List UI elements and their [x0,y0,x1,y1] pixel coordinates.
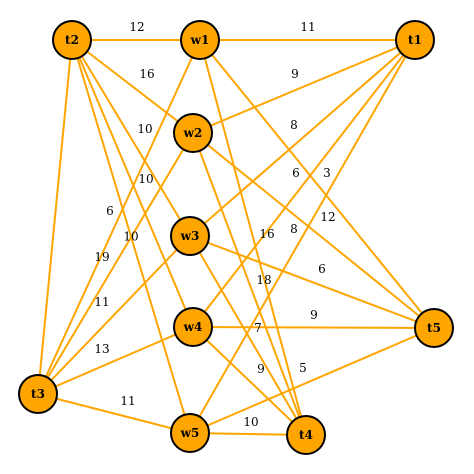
edge-w2-t4 [192,132,307,436]
edge-weight-w5-t4: 10 [243,415,258,429]
edge-weight-t2-w3: 10 [137,122,152,136]
edge-weight-t1-w3: 8 [290,118,298,132]
node-t5: t5 [414,308,454,348]
node-t1: t1 [395,20,435,60]
edge-t1-w5 [189,39,416,434]
edge-w2-t3 [37,132,194,395]
node-circle-w2 [173,113,213,153]
edge-t1-w4 [192,39,416,328]
node-circle-t2 [52,20,92,60]
edge-weight-t1-w4: 6 [292,166,300,180]
node-label-w4: w4 [183,320,203,334]
node-circle-w4 [173,307,213,347]
edge-w3-t5 [189,235,435,329]
edge-weight-w1-t1: 11 [300,20,315,34]
node-label-w1: w1 [190,33,210,47]
node-w1: w1 [180,20,220,60]
node-t2: t2 [52,20,92,60]
node-circle-t5 [414,308,454,348]
edge-w1-t4 [199,39,307,436]
edge-weight-w2-t3: 11 [94,295,109,309]
node-t3: t3 [18,374,58,414]
node-w2: w2 [173,113,213,153]
edge-weight-w5-t3: 11 [120,394,135,408]
node-w5: w5 [170,413,210,453]
node-w4: w4 [173,307,213,347]
edge-weight-t2-w1: 12 [129,20,144,34]
edge-t2-w4 [71,39,194,328]
edge-w5-t5 [189,327,435,434]
edge-weight-w1-t3: 19 [94,250,109,264]
edge-weight-w2-t4: 16 [259,227,274,241]
edge-weight-w3-t4: 7 [254,321,262,335]
edge-w4-t4 [192,326,307,436]
node-circle-t4 [286,415,326,455]
edge-weight-t2-w2: 16 [139,67,154,81]
edge-weight-w5-t5: 5 [299,361,307,375]
edge-weight-t2-w4: 10 [138,172,153,186]
edge-weight-t2-w5: 10 [123,230,138,244]
node-circle-w3 [170,216,210,256]
edges-layer [37,39,435,436]
node-label-t5: t5 [427,321,441,335]
edge-w5-t3 [37,393,191,434]
edge-weight-w3-t3: 13 [94,342,109,356]
edge-weight-t1-w2: 9 [291,67,299,81]
nodes-layer: t2 w1 t1 w2 w3 w4 t5 t3 w5 t4 [18,20,454,455]
edge-weight-w4-t5: 9 [310,308,318,322]
node-label-t3: t3 [31,387,45,401]
edge-weight-t1-w5: 3 [323,166,331,180]
edge-weight-w1-t5: 12 [320,210,335,224]
node-circle-w1 [180,20,220,60]
edge-w3-t3 [37,235,191,395]
edge-w1-t5 [199,39,435,329]
edge-w3-t4 [189,235,307,436]
edge-t1-w2 [192,39,416,134]
edge-t2-w2 [71,39,194,134]
node-label-w3: w3 [180,229,200,243]
edge-w4-t3 [37,326,194,395]
node-w3: w3 [170,216,210,256]
edge-w2-t5 [192,132,435,329]
edge-w4-t5 [192,326,435,329]
edge-weight-w1-t4: 18 [256,273,271,287]
node-circle-w5 [170,413,210,453]
edge-weights-layer: 12 11 16 10 10 10 6 9 8 6 3 12 18 19 8 16 11 6 7 13 9 9 5 10 11 [94,20,335,429]
edge-weight-w4-t4: 9 [257,362,265,376]
node-circle-t1 [395,20,435,60]
edge-weight-w2-t5: 8 [290,222,298,236]
node-circle-t3 [18,374,58,414]
node-label-w2: w2 [183,126,203,140]
node-label-t2: t2 [65,33,79,47]
edge-weight-w3-t5: 6 [318,262,326,276]
edge-weight-t2-t3: 6 [106,204,114,218]
edge-t2-t3 [37,39,73,395]
node-t4: t4 [286,415,326,455]
edge-t2-w3 [71,39,191,237]
node-label-w5: w5 [180,426,200,440]
node-label-t1: t1 [408,33,422,47]
edge-t1-w3 [189,39,416,237]
node-label-t4: t4 [299,428,313,442]
edge-w1-t3 [37,39,201,395]
